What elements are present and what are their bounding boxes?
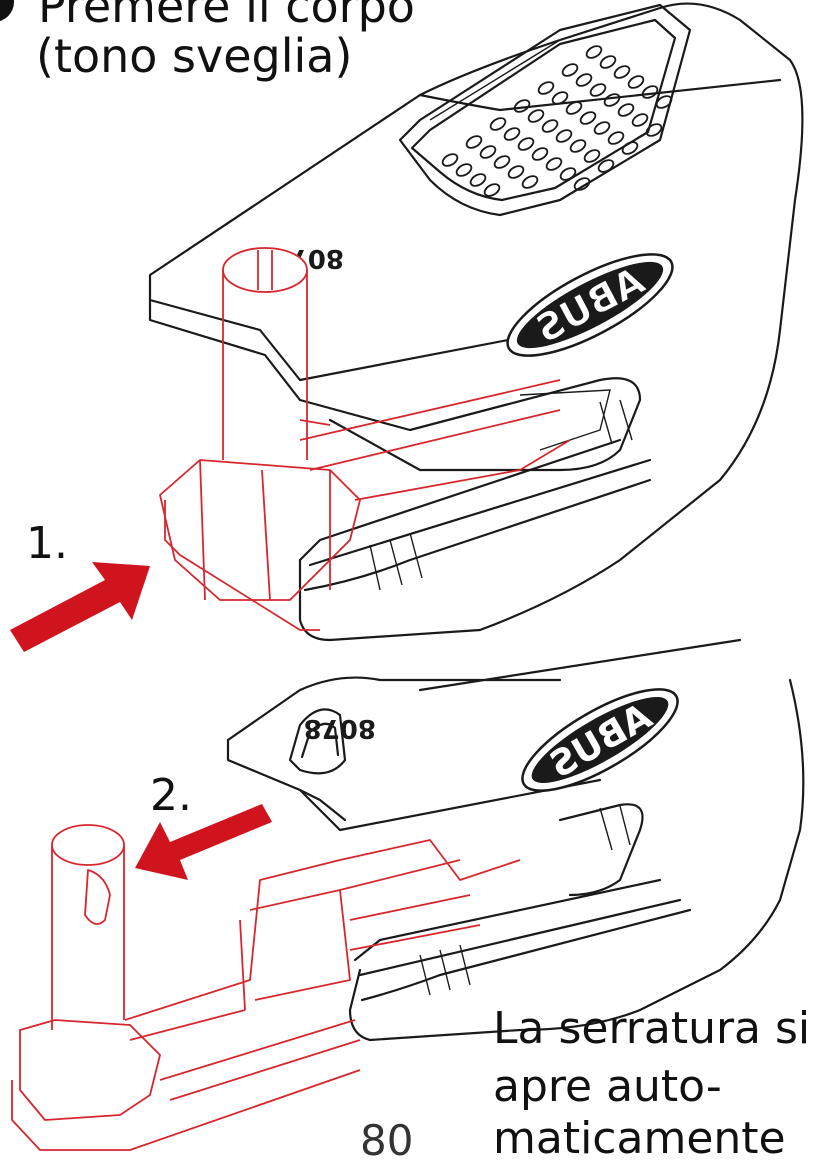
- grip-hole: [569, 139, 587, 153]
- grip-hole: [455, 163, 473, 177]
- lock-body-top: 8078 ABUS: [148, 2, 804, 642]
- grip-hole: [479, 145, 497, 159]
- grip-hole: [551, 91, 569, 105]
- grip-hole: [645, 123, 663, 137]
- grip-hole: [607, 131, 625, 145]
- grip-hole: [527, 109, 545, 123]
- grip-hole: [507, 165, 525, 179]
- pull-arrow-icon: [135, 804, 272, 880]
- grip-hole: [579, 111, 597, 125]
- grip-hole: [631, 113, 649, 127]
- grip-hole: [583, 149, 601, 163]
- grip-hole: [655, 95, 673, 109]
- grip-hole: [489, 117, 507, 131]
- grip-hole: [483, 183, 501, 197]
- grip-hole: [613, 65, 631, 79]
- grip-hole: [503, 127, 521, 141]
- result-text-line2: apre auto-: [493, 1061, 722, 1112]
- grip-hole: [617, 103, 635, 117]
- grip-hole: [465, 135, 483, 149]
- grip-hole: [537, 81, 555, 95]
- grip-hole: [641, 85, 659, 99]
- step-2-label: 2.: [150, 770, 192, 821]
- model-marking-bottom: 8078: [304, 713, 376, 743]
- grip-hole: [603, 93, 621, 107]
- grip-hole: [521, 175, 539, 189]
- step-1-label: 1.: [26, 518, 68, 569]
- grip-hole: [493, 155, 511, 169]
- grip-hole: [597, 159, 615, 173]
- grip-hole: [575, 73, 593, 87]
- grip-holes: [441, 45, 673, 197]
- grip-hole: [589, 83, 607, 97]
- lock-body-bottom: 8078 ABUS: [226, 638, 805, 1042]
- abus-logo-bottom: ABUS: [521, 688, 679, 792]
- lock-pin-bottom: [11, 824, 521, 1151]
- push-arrow-icon: [10, 562, 150, 652]
- page-number: 80: [360, 1116, 414, 1165]
- grip-hole: [441, 153, 459, 167]
- grip-hole: [469, 173, 487, 187]
- result-text-line1: La serratura si: [493, 1003, 811, 1054]
- grip-hole: [599, 55, 617, 69]
- grip-hole: [561, 63, 579, 77]
- grip-hole: [585, 45, 603, 59]
- grip-hole: [565, 101, 583, 115]
- grip-hole: [559, 167, 577, 181]
- grip-hole: [627, 75, 645, 89]
- grip-hole: [513, 99, 531, 113]
- grip-hole: [555, 129, 573, 143]
- grip-hole: [541, 119, 559, 133]
- abus-logo-top: ABUS: [506, 253, 674, 357]
- grip-hole: [593, 121, 611, 135]
- grip-hole: [545, 157, 563, 171]
- grip-hole: [621, 141, 639, 155]
- instruction-title-line2: (tono sveglia): [36, 29, 353, 83]
- grip-hole: [573, 177, 591, 191]
- result-text-line3: maticamente: [493, 1113, 786, 1164]
- grip-hole: [531, 147, 549, 161]
- lock-pin-top: [159, 247, 571, 631]
- instruction-title-line1: Premere il corpo: [38, 0, 415, 33]
- grip-hole: [517, 137, 535, 151]
